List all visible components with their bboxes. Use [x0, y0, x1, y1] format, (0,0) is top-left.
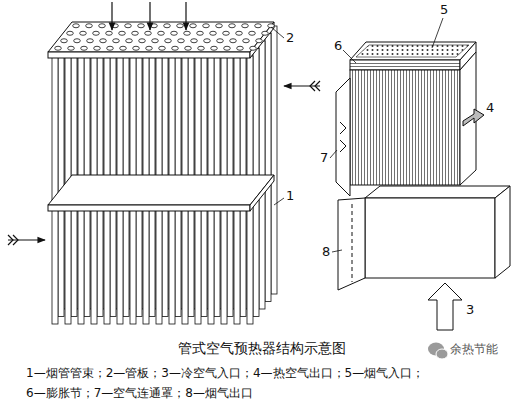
- tube-hole: [93, 31, 100, 35]
- tube-hole: [223, 31, 230, 35]
- tube-hole: [158, 31, 165, 35]
- tube-hole: [172, 46, 179, 50]
- tube-hole: [106, 31, 113, 35]
- tube-hole: [119, 31, 126, 35]
- flue-tube: [265, 34, 271, 302]
- tube-hole: [204, 39, 211, 43]
- tube-hole: [159, 46, 166, 50]
- tube-hole: [112, 24, 119, 28]
- tube-hole: [61, 39, 68, 43]
- tube-hole: [255, 24, 262, 28]
- tube-hole: [178, 39, 185, 43]
- flue-tube: [52, 56, 58, 324]
- tube-hole: [100, 39, 107, 43]
- tube-hole: [74, 39, 81, 43]
- tube-hole: [185, 46, 192, 50]
- tube-hole: [125, 24, 132, 28]
- tube-hole: [243, 39, 250, 43]
- tube-hole: [224, 46, 231, 50]
- tube-hole: [132, 31, 139, 35]
- tube-hole: [113, 39, 120, 43]
- tube-holes: [55, 24, 275, 51]
- tube-hole: [197, 31, 204, 35]
- tube-hole: [107, 46, 114, 50]
- tube-hole: [217, 39, 224, 43]
- callout-number: 6: [334, 38, 342, 54]
- middle-plate: [48, 175, 274, 211]
- tube-hole: [242, 24, 249, 28]
- watermark-icon: [428, 343, 448, 360]
- tube-hole: [165, 39, 172, 43]
- figure-caption: 管式空气预热器结构示意图: [178, 340, 346, 357]
- tube-hole: [177, 24, 184, 28]
- tube-hole: [146, 46, 153, 50]
- leader-lines: [271, 18, 443, 252]
- legend-note: 1—烟管管束；2—管板；3—冷空气入口；4—热空气出口；5—烟气入口；: [26, 366, 424, 380]
- callout-number: 5: [440, 2, 448, 18]
- tube-hole: [256, 39, 263, 43]
- tube-hole: [171, 31, 178, 35]
- callout-number: 1: [286, 188, 294, 204]
- tube-hole: [230, 39, 237, 43]
- tube-hole: [126, 39, 133, 43]
- tube-hole: [191, 39, 198, 43]
- tube-hole: [81, 46, 88, 50]
- callout-number: 2: [286, 30, 294, 46]
- flow-arrows: [8, 2, 320, 245]
- tube-hole: [249, 31, 256, 35]
- tube-hole: [236, 31, 243, 35]
- tube-hole: [210, 31, 217, 35]
- legend-note: 6—膨胀节；7—空气连通罩；8—烟气出口: [26, 386, 253, 400]
- tube-hole: [68, 46, 75, 50]
- callout-number: 7: [320, 150, 328, 166]
- tube-hole: [216, 24, 223, 28]
- tube-hole: [86, 24, 93, 28]
- tube-hole: [145, 31, 152, 35]
- flue-tube: [271, 26, 277, 294]
- watermark: 余热节能: [450, 342, 498, 356]
- tube-hole: [73, 24, 80, 28]
- tube-hole: [250, 46, 257, 50]
- tube-hole: [87, 39, 94, 43]
- tube-hole: [164, 24, 171, 28]
- tube-hole: [138, 24, 145, 28]
- tube-hole: [184, 31, 191, 35]
- callout-number: 4: [486, 100, 494, 116]
- tube-plate: [48, 22, 274, 58]
- tube-hole: [139, 39, 146, 43]
- flue-tube: [58, 49, 64, 317]
- tube-hole: [237, 46, 244, 50]
- tube-hole: [133, 46, 140, 50]
- tube-hole: [151, 24, 158, 28]
- tube-hole: [229, 24, 236, 28]
- tube-hole: [152, 39, 159, 43]
- tube-hole: [120, 46, 127, 50]
- tube-hole: [203, 24, 210, 28]
- tube-hole: [94, 46, 101, 50]
- tube-hole: [190, 24, 197, 28]
- tube-hole: [80, 31, 87, 35]
- tube-hole: [67, 31, 74, 35]
- tube-hole: [55, 46, 62, 50]
- tube-hole: [262, 31, 269, 35]
- tube-hole: [99, 24, 106, 28]
- preheater-housing: [336, 42, 510, 330]
- tube-hole: [198, 46, 205, 50]
- callout-number: 3: [466, 302, 474, 318]
- tube-hole: [211, 46, 218, 50]
- callout-number: 8: [322, 244, 330, 260]
